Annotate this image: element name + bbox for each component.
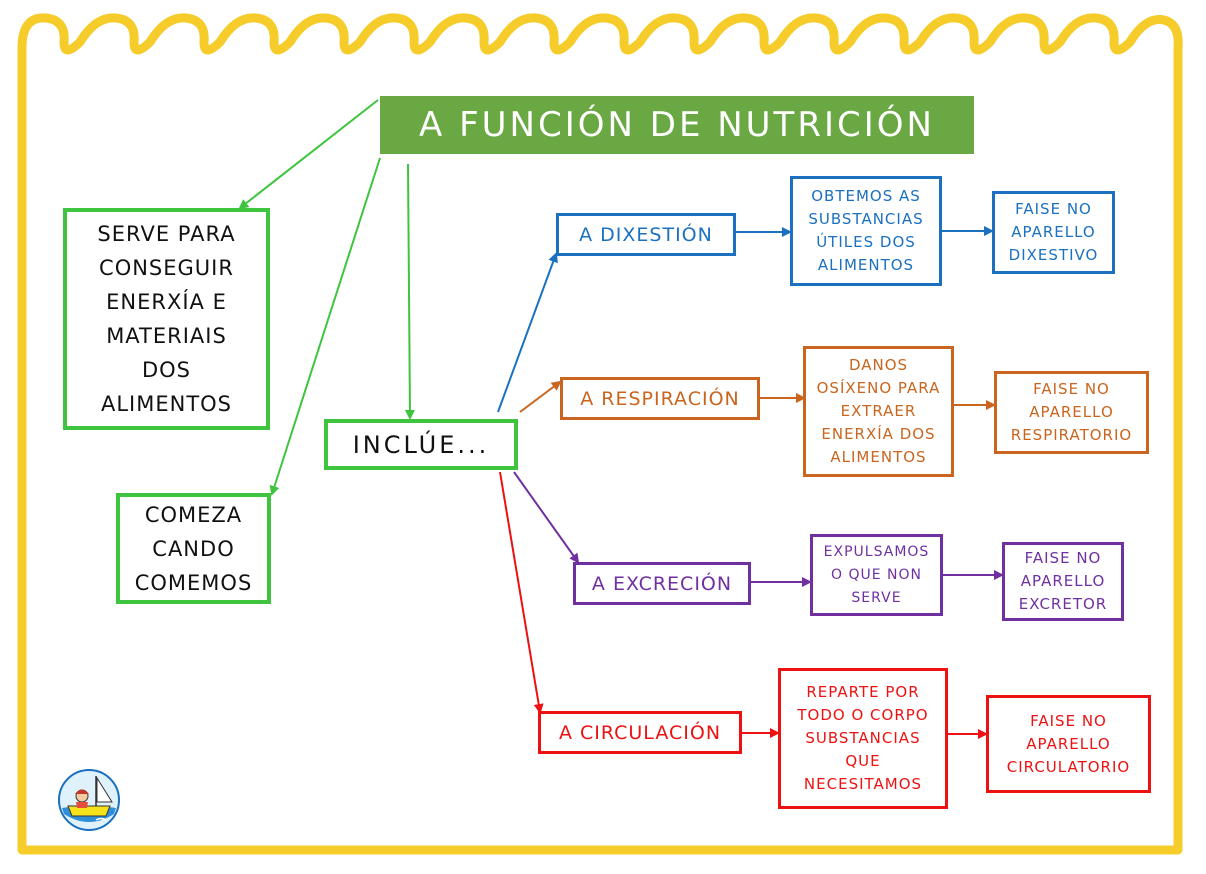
where-excrecion: FAISE NO APARELLO EXCRETOR <box>1002 542 1124 621</box>
arrow-inclue-to-circulacion <box>499 471 544 714</box>
arrow-title-to-comeza <box>269 157 381 496</box>
where-respiracion: FAISE NO APARELLO RESPIRATORIO <box>994 371 1149 454</box>
arrow-inclue-to-respiracion <box>519 380 562 413</box>
process-circulacion: A CIRCULACIÓN <box>538 711 742 754</box>
comeza-cando-box: COMEZA CANDO COMEMOS <box>116 493 271 604</box>
arrow-inclue-to-excrecion <box>513 471 580 564</box>
serve-para-box: SERVE PARA CONSEGUIR ENERXÍA E MATERIAIS… <box>63 208 270 430</box>
process-respiracion: A RESPIRACIÓN <box>560 377 760 420</box>
what-dixestion: OBTEMOS AS SUBSTANCIAS ÚTILES DOS ALIMEN… <box>790 176 942 286</box>
where-circulacion: FAISE NO APARELLO CIRCULATORIO <box>986 695 1151 793</box>
what-respiracion: DANOS OSÍXENO PARA EXTRAER ENERXÍA DOS A… <box>803 346 954 477</box>
process-dixestion: A DIXESTIÓN <box>556 213 736 256</box>
what-circulacion: REPARTE POR TODO O CORPO SUBSTANCIAS QUE… <box>778 668 948 809</box>
sailboat-logo-icon <box>58 769 120 831</box>
diagram-title: A FUNCIÓN DE NUTRICIÓN <box>380 96 974 154</box>
notebook-spiral-edge <box>17 13 1183 55</box>
arrow-inclue-to-dixestion <box>497 252 558 413</box>
arrow-title-to-inclue <box>404 163 415 420</box>
what-excrecion: EXPULSAMOS O QUE NON SERVE <box>810 534 943 616</box>
process-excrecion: A EXCRECIÓN <box>573 562 751 605</box>
inclue-box: INCLÚE... <box>324 419 518 470</box>
notebook-frame <box>17 48 1183 855</box>
where-dixestion: FAISE NO APARELLO DIXESTIVO <box>992 191 1115 274</box>
arrow-title-to-serve <box>238 99 379 210</box>
